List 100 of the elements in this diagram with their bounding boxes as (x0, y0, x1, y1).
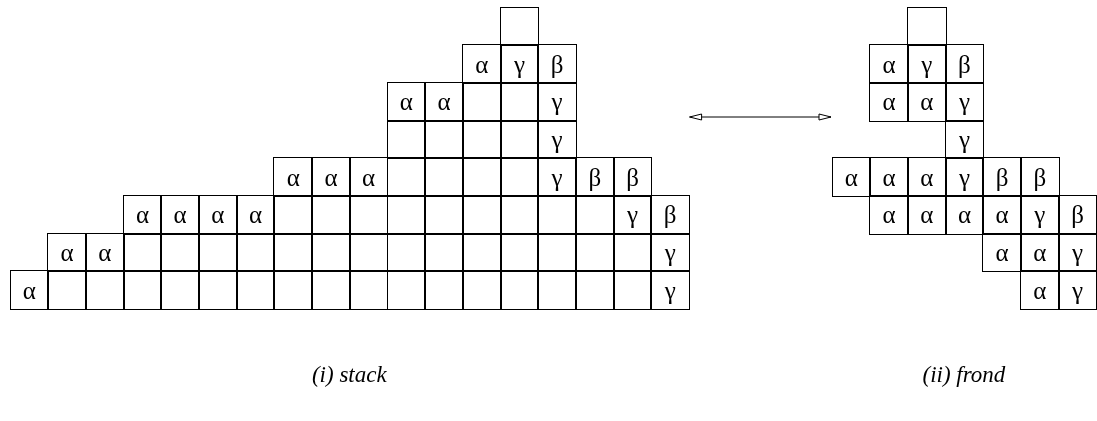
empty-cell (907, 7, 946, 46)
letter-cell: α (236, 196, 275, 234)
letter-cell: α (983, 233, 1021, 272)
letter-cell: γ (945, 120, 984, 159)
empty-cell (123, 271, 162, 310)
empty-cell (123, 233, 162, 272)
empty-cell (387, 120, 426, 159)
empty-cell (500, 271, 539, 310)
letter-cell: γ (538, 120, 576, 159)
empty-cell (161, 271, 199, 310)
letter-cell: α (832, 158, 871, 196)
letter-cell: α (123, 196, 162, 234)
empty-cell (312, 271, 350, 310)
empty-cell (462, 82, 501, 121)
letter-cell: α (870, 45, 908, 83)
letter-cell: β (945, 45, 984, 83)
letter-cell: α (1021, 233, 1059, 272)
empty-cell (462, 158, 501, 196)
letter-cell: γ (945, 82, 984, 121)
letter-cell: α (983, 196, 1021, 234)
letter-cell: β (538, 45, 576, 83)
empty-cell (349, 271, 388, 310)
empty-cell (500, 120, 539, 159)
empty-cell (85, 271, 124, 310)
letter-cell: γ (1058, 271, 1097, 310)
letter-cell: α (870, 82, 908, 121)
empty-cell (274, 196, 313, 234)
empty-cell (538, 233, 576, 272)
empty-cell (387, 196, 426, 234)
empty-cell (425, 196, 463, 234)
letter-cell: α (312, 158, 350, 196)
empty-cell (312, 233, 350, 272)
letter-cell: α (10, 271, 49, 310)
letter-cell: α (199, 196, 237, 234)
empty-cell (462, 120, 501, 159)
letter-cell: γ (538, 158, 576, 196)
empty-cell (349, 233, 388, 272)
letter-cell: α (907, 82, 946, 121)
letter-cell: γ (538, 82, 576, 121)
empty-cell (500, 233, 539, 272)
letter-cell: α (387, 82, 426, 121)
letter-cell: α (48, 233, 86, 272)
letter-cell: β (651, 196, 690, 234)
letter-cell: α (907, 158, 946, 196)
empty-cell (349, 196, 388, 234)
empty-cell (425, 120, 463, 159)
empty-cell (236, 271, 275, 310)
empty-cell (500, 82, 539, 121)
empty-cell (538, 271, 576, 310)
figure-caption: (ii) frond (922, 362, 1006, 388)
empty-cell (538, 196, 576, 234)
letter-cell: α (945, 196, 984, 234)
letter-cell: α (907, 196, 946, 234)
double-arrow (689, 113, 832, 121)
letter-cell: γ (1058, 233, 1097, 272)
letter-cell: γ (1021, 196, 1059, 234)
empty-cell (576, 196, 614, 234)
letter-cell: α (870, 196, 908, 234)
empty-cell (613, 271, 652, 310)
empty-cell (462, 233, 501, 272)
empty-cell (48, 271, 86, 310)
empty-cell (199, 271, 237, 310)
letter-cell: β (613, 158, 652, 196)
letter-cell: β (983, 158, 1021, 196)
letter-cell: α (85, 233, 124, 272)
letter-cell: α (870, 158, 908, 196)
letter-cell: γ (613, 196, 652, 234)
empty-cell (199, 233, 237, 272)
empty-cell (312, 196, 350, 234)
empty-cell (462, 196, 501, 234)
letter-cell: β (1058, 196, 1097, 234)
letter-cell: γ (907, 45, 946, 83)
letter-cell: α (349, 158, 388, 196)
empty-cell (613, 233, 652, 272)
empty-cell (425, 158, 463, 196)
letter-cell: α (425, 82, 463, 121)
letter-cell: γ (651, 271, 690, 310)
empty-cell (500, 158, 539, 196)
empty-cell (387, 271, 426, 310)
letter-cell: γ (945, 158, 984, 196)
empty-cell (274, 271, 313, 310)
letter-cell: β (576, 158, 614, 196)
empty-cell (425, 271, 463, 310)
empty-cell (425, 233, 463, 272)
empty-cell (500, 7, 539, 46)
empty-cell (274, 233, 313, 272)
letter-cell: β (1021, 158, 1059, 196)
empty-cell (236, 233, 275, 272)
figure-caption: (i) stack (311, 362, 387, 388)
empty-cell (576, 271, 614, 310)
empty-cell (161, 233, 199, 272)
letter-cell: α (161, 196, 199, 234)
letter-cell: γ (500, 45, 539, 83)
empty-cell (500, 196, 539, 234)
letter-cell: γ (651, 233, 690, 272)
empty-cell (462, 271, 501, 310)
empty-cell (387, 233, 426, 272)
empty-cell (576, 233, 614, 272)
letter-cell: α (274, 158, 313, 196)
letter-cell: α (1021, 271, 1059, 310)
